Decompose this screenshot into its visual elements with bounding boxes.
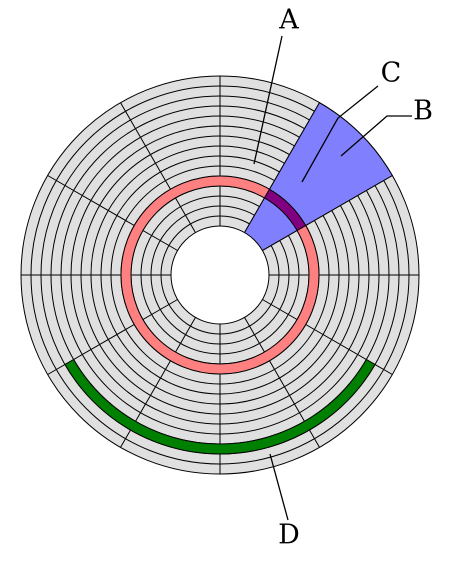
leader-line-d	[269, 453, 289, 521]
spindle-hole	[170, 225, 270, 325]
label-a: A	[278, 5, 299, 36]
leader-line-c	[301, 85, 379, 183]
track-boundary-ring	[30, 85, 410, 465]
track-boundary-ring	[90, 145, 350, 405]
track-sector-highlight	[263, 188, 307, 232]
track-boundary-ring	[110, 165, 330, 385]
label-d: D	[278, 520, 300, 551]
label-c: C	[381, 58, 402, 89]
track-rings	[30, 85, 410, 465]
track-boundary-ring	[80, 135, 360, 415]
track-boundary-ring	[100, 155, 340, 395]
geometrical-sector-highlight	[218, 101, 394, 277]
track-boundary-ring	[150, 205, 290, 345]
leader-line-b	[340, 115, 412, 157]
track-boundary-ring	[160, 215, 280, 335]
leader-line-a	[253, 35, 283, 165]
track-boundary-ring	[60, 115, 380, 435]
cluster-highlight	[64, 358, 376, 455]
label-b: B	[413, 96, 433, 127]
sector-boundary-line	[47, 175, 178, 251]
track-boundary-ring	[140, 195, 300, 355]
track-boundary-ring	[70, 125, 370, 425]
sector-boundary-line	[120, 102, 196, 233]
